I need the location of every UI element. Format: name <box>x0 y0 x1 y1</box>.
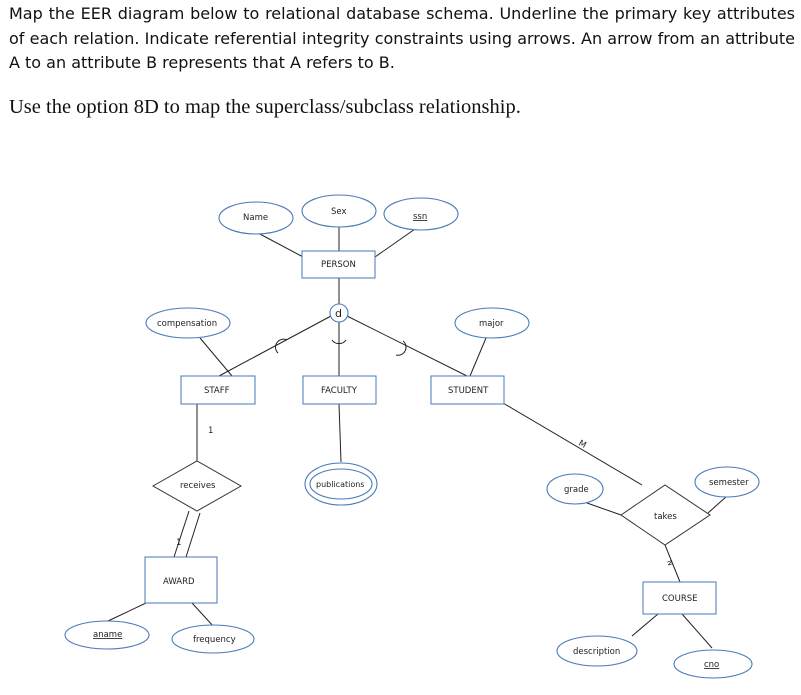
line-cno-course <box>681 613 713 649</box>
disjointness-label: d <box>335 307 342 320</box>
attribute-publications-label: publications <box>316 480 364 489</box>
line-description-course <box>631 613 659 637</box>
line-disjoint-student <box>346 315 468 377</box>
line-semester-takes <box>707 495 728 514</box>
relationship-receives-label: receives <box>180 481 216 491</box>
entity-award: AWARD <box>144 556 218 604</box>
cardinality-student-takes: M <box>577 439 588 451</box>
attribute-name-label: Name <box>243 213 268 223</box>
attribute-semester: semester <box>694 466 760 498</box>
attribute-publications: publications <box>304 462 378 506</box>
line-aname-award <box>107 602 147 622</box>
attribute-sex-label: Sex <box>331 207 347 217</box>
diagram-connectors <box>107 226 728 649</box>
subset-symbol-faculty <box>331 339 347 345</box>
entity-person-label: PERSON <box>321 260 356 270</box>
relationship-takes: takes <box>620 484 711 546</box>
attribute-grade-label: grade <box>564 485 589 495</box>
line-frequency-award <box>191 602 215 628</box>
line-takes-course <box>664 544 681 583</box>
entity-student: STUDENT <box>430 375 505 405</box>
line-name-person <box>257 232 306 259</box>
attribute-cno-label: cno <box>704 660 719 670</box>
entity-award-label: AWARD <box>163 577 195 587</box>
entity-staff: STAFF <box>180 375 256 405</box>
attribute-grade: grade <box>546 473 604 505</box>
attribute-name: Name <box>218 201 294 235</box>
cardinality-award-receives: 1 <box>176 538 181 548</box>
line-receives-award-2 <box>185 512 201 558</box>
attribute-aname-label: aname <box>93 630 122 640</box>
entity-staff-label: STAFF <box>204 386 230 396</box>
attribute-major-label: major <box>479 319 504 329</box>
line-compensation-staff <box>199 337 233 377</box>
entity-person: PERSON <box>301 250 376 279</box>
entity-course-label: COURSE <box>662 594 698 604</box>
attribute-ssn-label: ssn <box>413 212 427 222</box>
attribute-compensation: compensation <box>145 307 231 339</box>
attribute-semester-label: semester <box>709 478 749 488</box>
attribute-major: major <box>454 307 530 339</box>
line-receives-award-1 <box>173 510 190 558</box>
cardinality-staff-receives: 1 <box>208 426 213 436</box>
question-paragraph-2: Use the option 8D to map the superclass/… <box>9 96 521 118</box>
attribute-compensation-label: compensation <box>157 319 217 329</box>
line-disjoint-staff <box>218 315 332 377</box>
cardinality-course-takes: N <box>665 559 674 567</box>
entity-faculty-label: FACULTY <box>321 386 358 396</box>
line-major-student <box>469 337 487 377</box>
line-faculty-publications <box>338 403 342 463</box>
subset-symbol-student <box>395 340 407 356</box>
attribute-aname: aname <box>64 620 150 650</box>
relationship-takes-label: takes <box>654 512 677 522</box>
attribute-ssn: ssn <box>383 197 459 231</box>
attribute-frequency-label: frequency <box>193 635 236 645</box>
entity-course: COURSE <box>642 581 717 615</box>
disjointness-circle: d <box>329 303 349 323</box>
question-paragraph-1: Map the EER diagram below to relational … <box>9 4 795 72</box>
attribute-description-label: description <box>573 647 620 657</box>
attribute-description: description <box>556 635 638 667</box>
entity-student-label: STUDENT <box>448 386 489 396</box>
subset-symbol-staff <box>275 338 288 354</box>
line-ssn-person <box>374 228 416 258</box>
relationship-receives: receives <box>151 460 243 512</box>
line-student-takes <box>502 402 643 486</box>
attribute-frequency: frequency <box>171 624 255 654</box>
line-grade-takes <box>586 502 622 516</box>
attribute-sex: Sex <box>301 194 377 228</box>
attribute-cno: cno <box>673 649 753 679</box>
entity-faculty: FACULTY <box>302 375 377 405</box>
